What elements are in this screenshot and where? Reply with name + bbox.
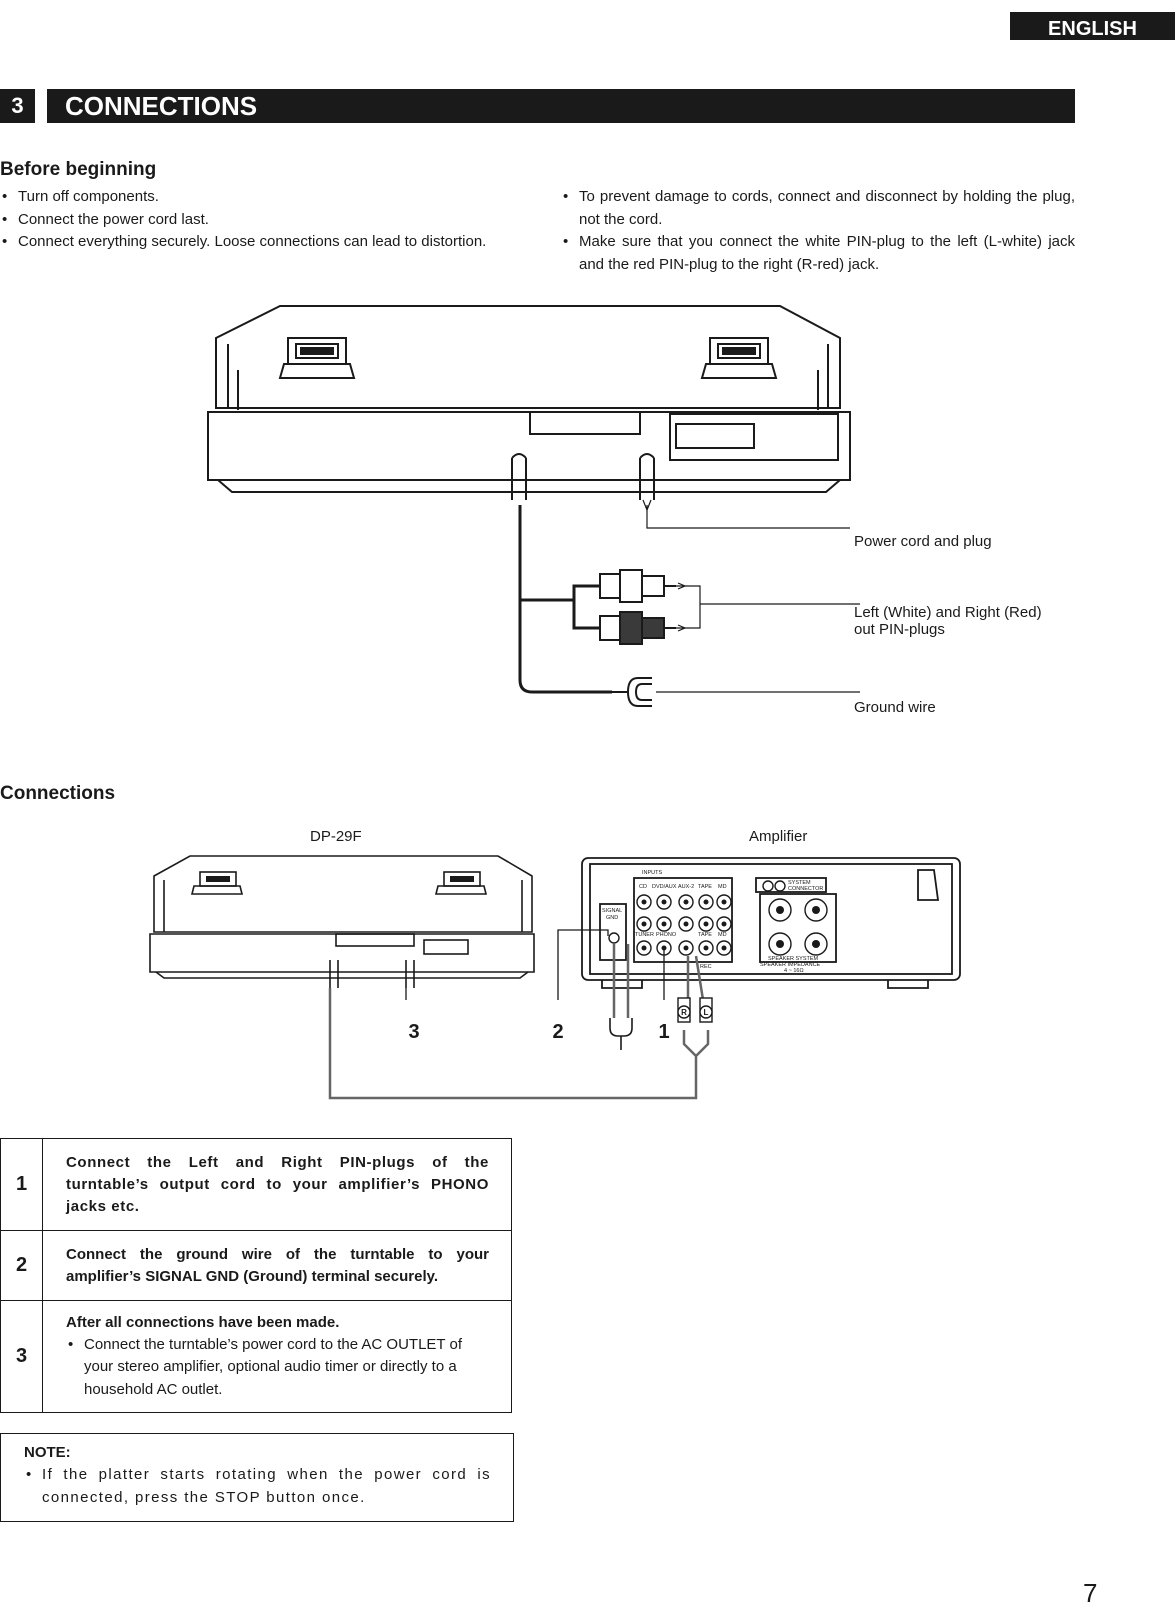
step-number: 2 — [0, 1230, 43, 1301]
list-item: Turn off components. — [0, 186, 514, 209]
steps-table: 1 Connect the Left and Right PIN-plugs o… — [0, 1138, 512, 1413]
note-bullets: If the platter starts rotating when the … — [24, 1464, 491, 1509]
connections-heading: Connections — [0, 783, 116, 804]
step-cell: After all connections have been made. Co… — [42, 1300, 512, 1413]
page-number: 7 — [1083, 1578, 1098, 1608]
jack-r-label: R — [681, 1008, 687, 1017]
amp-cd-label: CD — [639, 884, 647, 890]
table-row: 3 After all connections have been made. … — [0, 1300, 512, 1413]
marker-3: 3 — [408, 1021, 419, 1043]
note-box: NOTE: If the platter starts rotating whe… — [0, 1433, 514, 1522]
step-text: Connect the ground wire of the turntable… — [42, 1230, 512, 1301]
note-title: NOTE: — [24, 1444, 71, 1461]
step-number: 3 — [0, 1300, 43, 1413]
amp-phono-label: PHONO — [656, 932, 677, 938]
callout-power-cord: Power cord and plug — [854, 533, 992, 550]
before-left-list: Turn off components. Connect the power c… — [0, 186, 514, 254]
list-item: Connect everything securely. Loose conne… — [0, 231, 514, 254]
step-text: Connect the Left and Right PIN-plugs of … — [42, 1138, 512, 1231]
language-tab: ENGLISH — [1010, 12, 1175, 40]
callout-pin-plugs-line1: Left (White) and Right (Red) — [854, 604, 1042, 621]
section-title: CONNECTIONS — [65, 91, 258, 121]
amp-impedance-value: 4 ~ 16Ω — [784, 968, 804, 974]
amp-gnd-label: GND — [606, 915, 618, 921]
section-title-bar — [47, 89, 1075, 123]
amp-system-label: SYSTEM — [788, 880, 811, 886]
list-item: Connect the power cord last. — [0, 209, 514, 232]
before-beginning-heading: Before beginning — [0, 159, 157, 180]
amp-md2-label: MD — [718, 932, 727, 938]
section-number: 3 — [0, 89, 35, 123]
marker-1: 1 — [658, 1021, 669, 1043]
amp-inputs-label: INPUTS — [642, 870, 663, 876]
amp-signal-label: SIGNAL — [602, 908, 622, 914]
list-item: Connect the turntable’s power cord to th… — [66, 1334, 489, 1402]
list-item: Make sure that you connect the white PIN… — [561, 231, 1075, 276]
amp-tape-label: TAPE — [698, 884, 712, 890]
table-row: 1 Connect the Left and Right PIN-plugs o… — [0, 1138, 512, 1231]
step-number: 1 — [0, 1138, 43, 1231]
amp-dvd-label: DVD/AUX — [652, 884, 677, 890]
table-row: 2 Connect the ground wire of the turntab… — [0, 1230, 512, 1301]
amp-tape2-label: TAPE — [698, 932, 712, 938]
step-heading: After all connections have been made. — [66, 1313, 340, 1331]
amp-speaker-impedance-label: SPEAKER IMPEDANCE — [760, 962, 821, 968]
jack-l-label: L — [704, 1008, 709, 1017]
amp-connector-label: CONNECTOR — [788, 886, 823, 892]
amp-tuner-label: TUNER — [635, 932, 654, 938]
marker-2: 2 — [552, 1021, 563, 1043]
connections-diagram: INPUTS CD DVD/AUX AUX-2 TAPE MD TUNER PH… — [149, 855, 961, 1100]
before-right-list: To prevent damage to cords, connect and … — [561, 186, 1075, 276]
amp-speaker-system-label: SPEAKER SYSTEM — [768, 956, 819, 962]
amp-md-label: MD — [718, 884, 727, 890]
step-bullets: Connect the turntable’s power cord to th… — [66, 1334, 489, 1402]
list-item: If the platter starts rotating when the … — [24, 1464, 491, 1509]
amp-rec-label: REC — [700, 964, 712, 970]
amp-aux2-label: AUX-2 — [678, 884, 694, 890]
callout-pin-plugs-line2: out PIN-plugs — [854, 621, 945, 638]
callout-ground-wire: Ground wire — [854, 699, 936, 716]
amplifier-label: Amplifier — [749, 828, 808, 845]
list-item: To prevent damage to cords, connect and … — [561, 186, 1075, 231]
turntable-label: DP-29F — [310, 828, 362, 845]
turntable-rear-illustration — [207, 305, 860, 707]
